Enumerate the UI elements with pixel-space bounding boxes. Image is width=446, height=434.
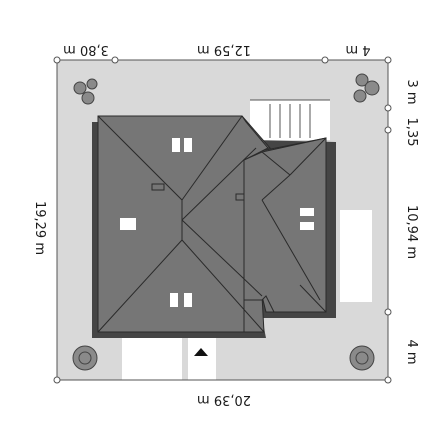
skylight-right-1	[300, 208, 314, 216]
skylight-top	[172, 138, 180, 152]
dim-left-total: 19,29 m	[32, 201, 47, 255]
chimney-2	[235, 193, 245, 201]
tree-icon-top-right	[353, 73, 380, 103]
roof-left-wing	[97, 115, 269, 333]
skylight-right-2	[300, 222, 314, 230]
dim-top-right: 4 m	[345, 42, 370, 57]
roof-ridges	[97, 115, 327, 333]
skylight-bottom-1	[170, 293, 178, 307]
dim-top-left: 3,80 m	[63, 42, 109, 57]
skylight-left	[120, 218, 136, 230]
driveway-left	[122, 330, 182, 380]
tree-icon-bottom-right	[349, 345, 375, 371]
skylight-bottom-2	[184, 293, 192, 307]
dim-bottom-total: 20,39 m	[197, 392, 251, 407]
terrace-railing	[250, 99, 330, 138]
tree-icon	[73, 78, 98, 105]
chimney-1	[151, 183, 165, 191]
dim-right-top: 3 m	[404, 79, 419, 104]
chimneys	[151, 183, 245, 201]
dim-top-middle: 12,59 m	[197, 42, 251, 57]
skylight-top-2	[184, 138, 192, 152]
dim-right-bottom: 4 m	[404, 339, 419, 364]
dim-right-small: 1,35	[404, 118, 419, 147]
roof-windows	[120, 138, 314, 307]
patio-right	[340, 210, 372, 302]
tree-icon-bottom-left	[72, 345, 98, 371]
roof-right-wing	[243, 137, 327, 313]
entrance-triangle-icon	[194, 348, 208, 356]
dimension-markers	[53, 56, 392, 384]
dim-right-middle: 10,94 m	[404, 205, 419, 259]
